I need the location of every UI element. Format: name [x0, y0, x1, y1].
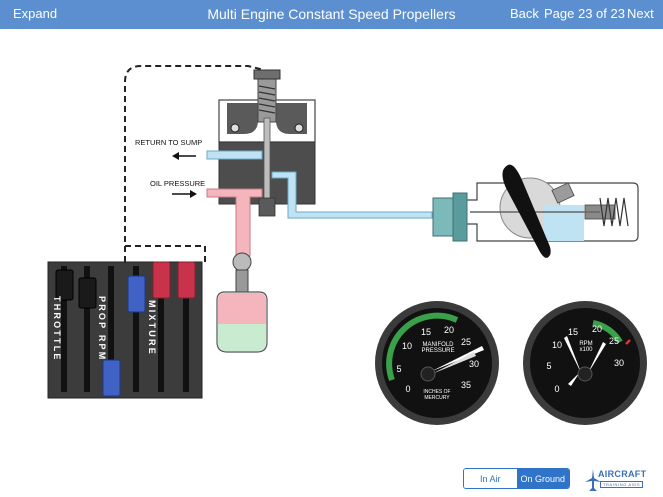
rpm-needle-3 — [568, 372, 580, 386]
rpm-gauge: 0 5 10 15 20 25 30 RPM x100 — [523, 301, 647, 425]
brand-logo: AIRCRAFT TRAINING AIDS — [582, 466, 662, 496]
throttle-quadrant: THROTTLE PROP RPM MIXTURE — [47, 261, 203, 399]
aircraft-logo-icon — [585, 469, 601, 491]
throttle-label: THROTTLE — [52, 296, 62, 362]
mp-tick-label: 0 — [405, 384, 410, 394]
rpm-needle-1 — [564, 336, 582, 375]
prop-lever-right[interactable] — [127, 275, 146, 313]
return-arrow-icon — [172, 152, 196, 160]
page-indicator: Page 23 of 23 — [544, 6, 625, 21]
top-nav-bar: Expand Multi Engine Constant Speed Prope… — [0, 0, 663, 29]
propeller-governor — [218, 69, 316, 217]
mp-needle-2 — [432, 352, 476, 374]
mp-label-bottom: PRESSURE — [421, 348, 454, 354]
control-oil-line — [271, 171, 433, 219]
mp-tick-label: 25 — [461, 337, 471, 347]
propeller-system-diagram: RETURN TO SUMP OIL PRESSURE — [47, 65, 647, 425]
logo-line2: TRAINING AIDS — [600, 481, 644, 488]
logo-line1: AIRCRAFT — [598, 469, 647, 479]
mp-unit-line1: INCHES OF — [423, 389, 450, 395]
mixture-label: MIXTURE — [147, 300, 157, 356]
mp-tick-label: 20 — [444, 325, 454, 335]
mp-tick-label: 35 — [461, 380, 471, 390]
return-to-sump-label: RETURN TO SUMP — [135, 138, 202, 147]
pressure-arrow-icon — [172, 190, 197, 198]
throttle-lever-right[interactable] — [78, 277, 97, 309]
back-button[interactable]: Back — [510, 6, 539, 21]
mixture-lever-right[interactable] — [177, 261, 196, 299]
rpm-label-bottom: x100 — [579, 347, 593, 353]
lever-linkage-dashed — [125, 245, 206, 265]
rpm-tick-label: 0 — [554, 384, 559, 394]
mixture-lever-left[interactable] — [152, 261, 171, 299]
mp-tick-label: 5 — [396, 364, 401, 374]
on-ground-button[interactable]: On Ground — [516, 469, 569, 488]
rpm-tick-label: 30 — [614, 358, 624, 368]
mp-label-top: MANIFOLD — [422, 342, 454, 348]
rpm-tick-label: 15 — [568, 327, 578, 337]
throttle-lever-left[interactable] — [55, 269, 74, 301]
next-button[interactable]: Next — [627, 6, 654, 21]
mp-tick-label: 10 — [402, 341, 412, 351]
mp-needle-1 — [430, 346, 484, 372]
propeller-hub-assembly — [432, 164, 639, 258]
rpm-tick-label: 25 — [609, 336, 619, 346]
return-oil-passage — [206, 150, 263, 160]
rpm-needle-2 — [587, 342, 606, 375]
manifold-pressure-gauge: 0 5 10 15 20 25 30 35 MANIFOLD PRESSURE … — [375, 301, 499, 425]
mode-toggle: In Air On Ground — [463, 468, 570, 489]
mp-tick-label: 15 — [421, 327, 431, 337]
rpm-tick-label: 10 — [552, 340, 562, 350]
prop-rpm-label: PROP RPM — [97, 296, 107, 361]
in-air-button[interactable]: In Air — [464, 469, 517, 488]
rpm-label-top: RPM — [579, 341, 592, 347]
mp-tick-label: 30 — [469, 359, 479, 369]
prop-lever-left[interactable] — [102, 359, 121, 397]
oil-pump-reservoir — [216, 252, 268, 353]
oil-pressure-label: OIL PRESSURE — [150, 179, 205, 188]
oil-pressure-passage — [206, 188, 263, 257]
governor-linkage-dashed — [124, 65, 265, 262]
expand-button[interactable]: Expand — [13, 6, 58, 21]
mp-unit-line2: MERCURY — [424, 395, 450, 401]
rpm-tick-label: 20 — [592, 324, 602, 334]
rpm-tick-label: 5 — [546, 361, 551, 371]
